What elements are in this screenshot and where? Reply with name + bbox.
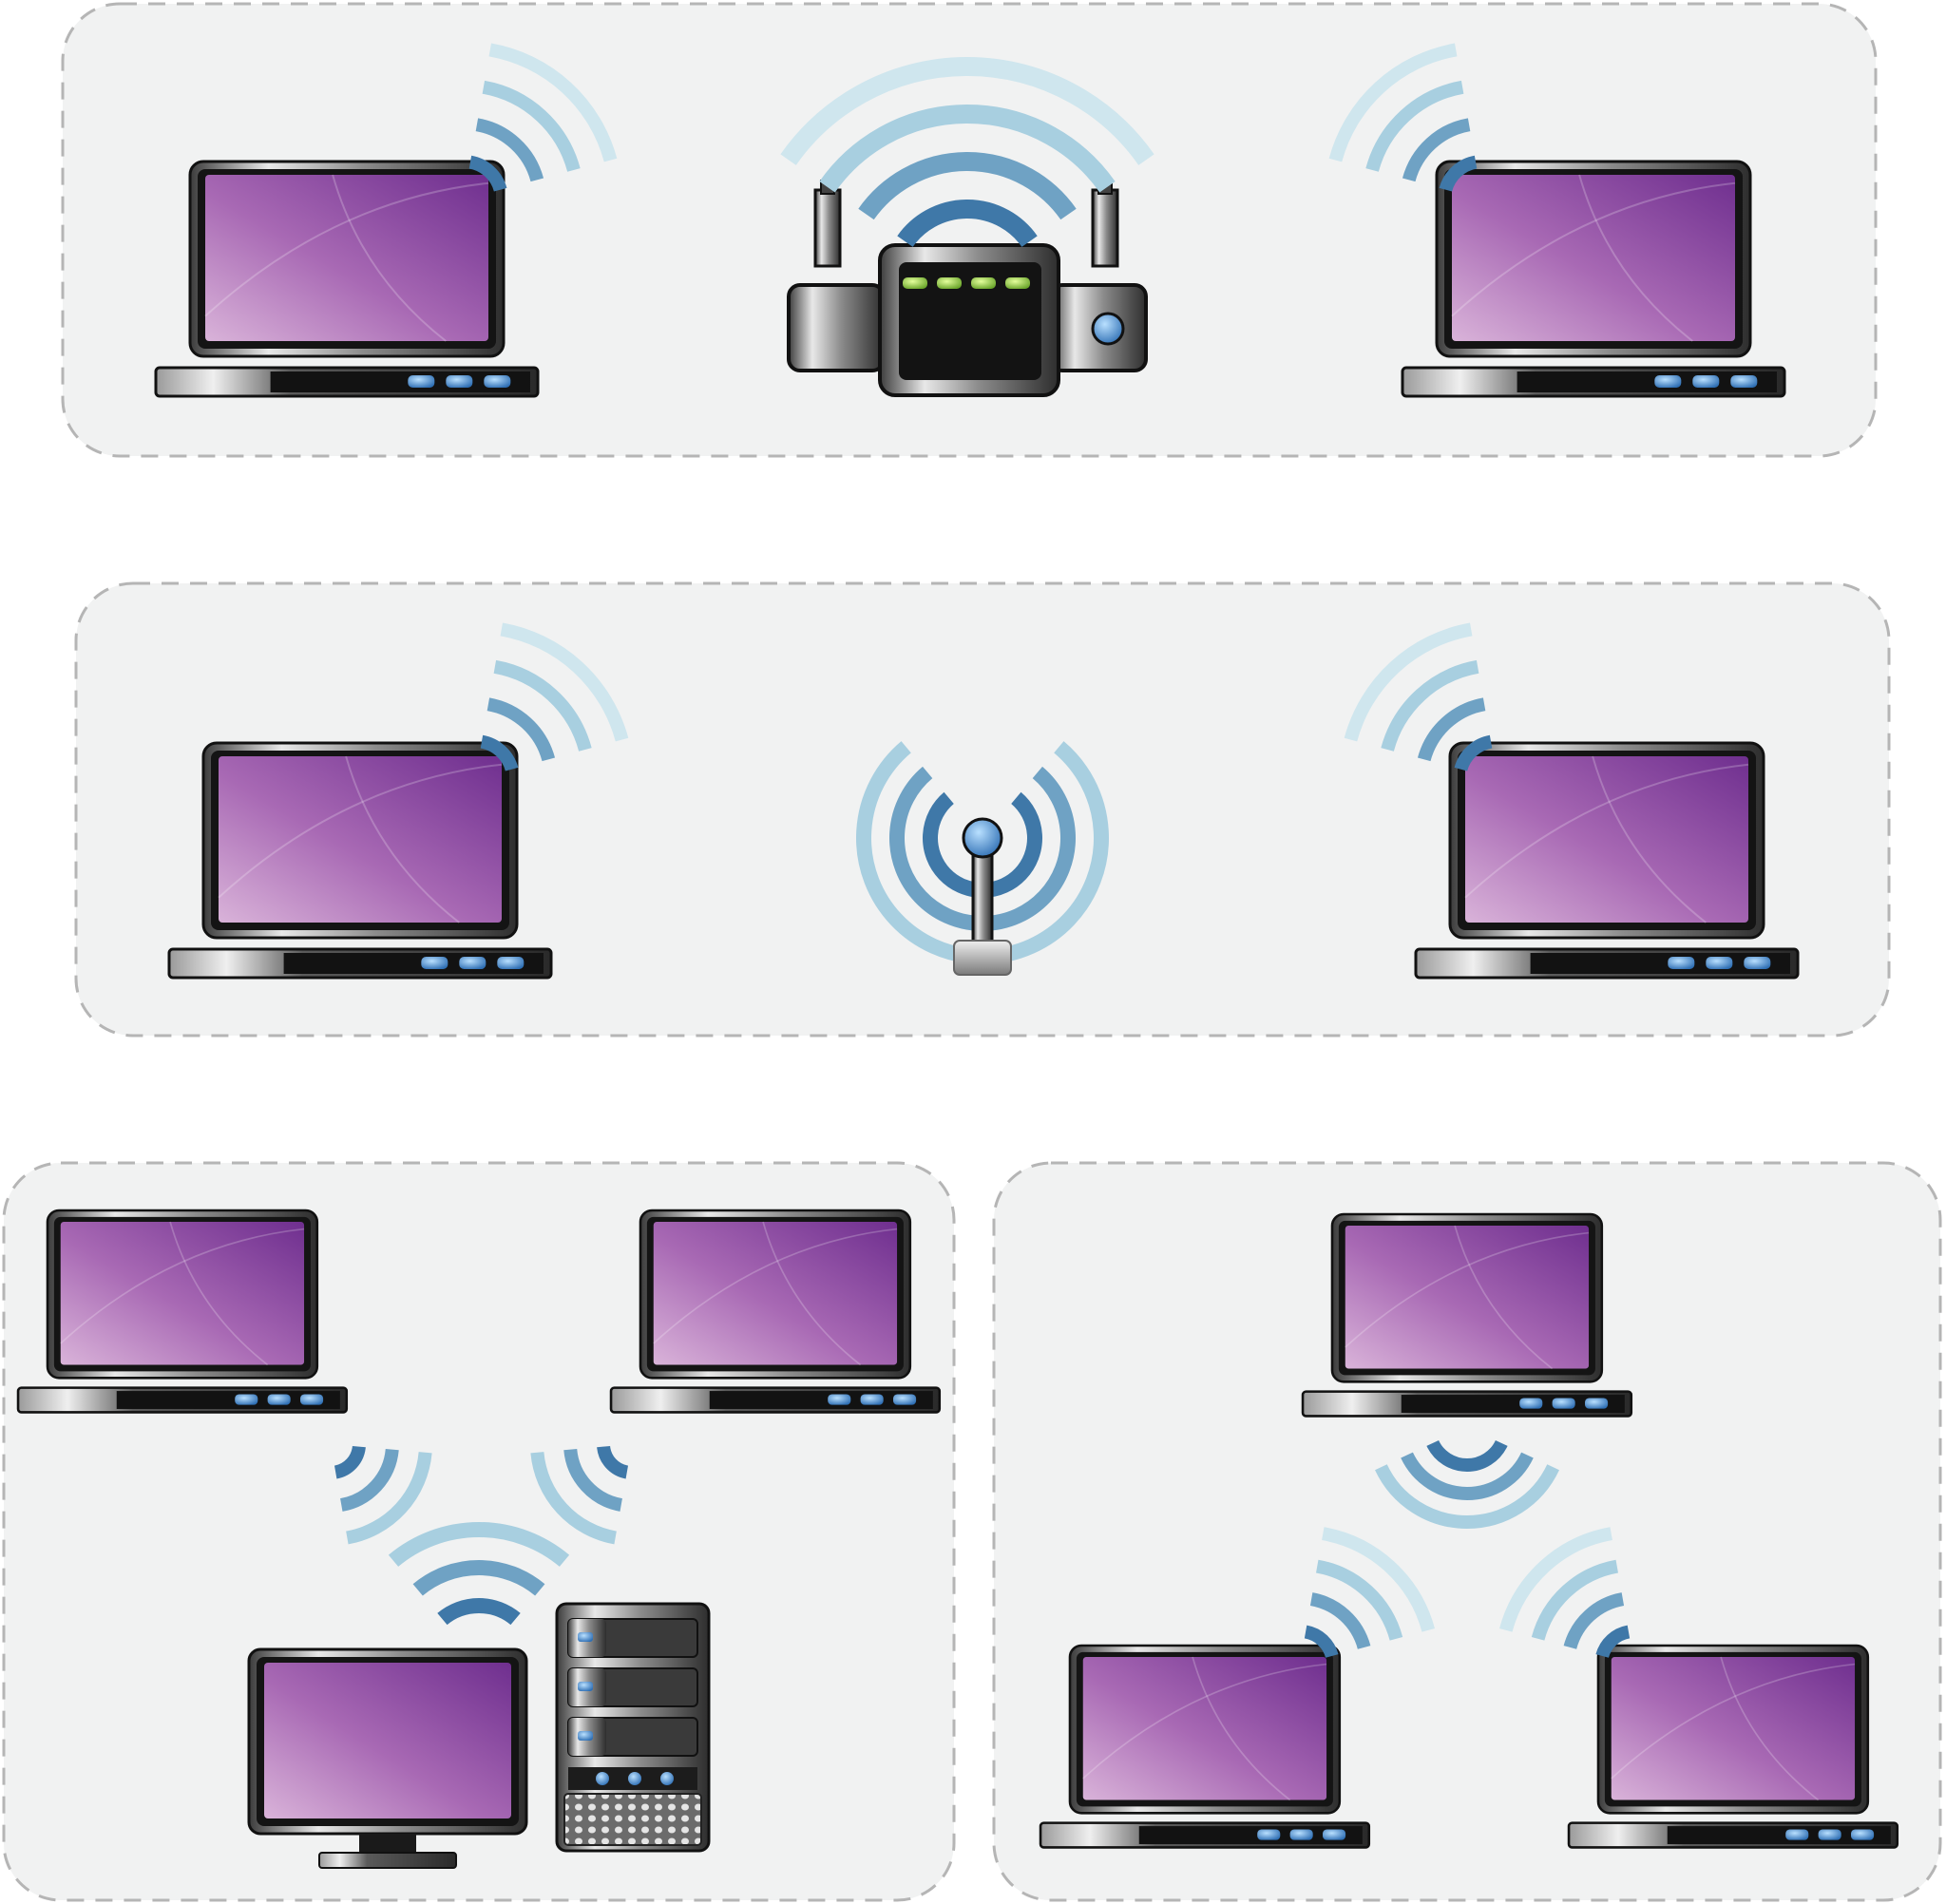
desktop-monitor-icon xyxy=(247,1647,528,1869)
laptop-icon xyxy=(16,1209,349,1414)
wifi-signal-icon xyxy=(780,57,1154,248)
tower-server-icon xyxy=(555,1602,711,1853)
laptop-icon xyxy=(154,160,540,398)
wifi-signal-icon xyxy=(1304,1527,1435,1659)
panel-access-point-network xyxy=(74,581,1891,1038)
wifi-signal-icon xyxy=(1344,622,1493,771)
wifi-signal-icon xyxy=(468,43,618,192)
wifi-signal-icon xyxy=(480,622,629,771)
laptop-icon xyxy=(609,1209,942,1414)
wireless-access-point-icon xyxy=(856,741,1109,976)
wifi-signal-icon xyxy=(388,1522,570,1626)
laptop-icon xyxy=(1567,1644,1899,1849)
laptop-icon xyxy=(1301,1212,1633,1418)
wifi-signal-icon xyxy=(1499,1527,1631,1659)
wifi-signal-icon xyxy=(530,1445,629,1545)
wifi-signal-icon xyxy=(1328,43,1478,192)
laptop-icon xyxy=(1039,1644,1371,1849)
laptop-icon xyxy=(1414,741,1800,980)
laptop-icon xyxy=(1401,160,1786,398)
panel-router-network xyxy=(61,2,1878,458)
wifi-router-icon xyxy=(787,180,1148,397)
laptop-icon xyxy=(167,741,553,980)
wifi-signal-icon xyxy=(334,1445,432,1545)
wifi-signal-icon xyxy=(1375,1439,1559,1529)
